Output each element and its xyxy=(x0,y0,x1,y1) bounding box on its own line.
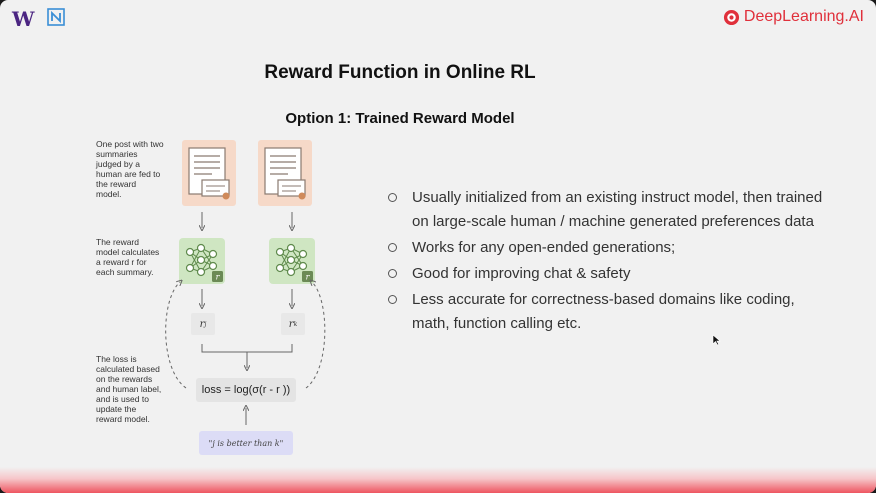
neural-network-icon: r xyxy=(185,243,223,282)
summary-card-k xyxy=(258,140,312,206)
reward-symbol: r xyxy=(199,318,205,330)
w-logo: W xyxy=(12,7,34,31)
reward-subscript: k xyxy=(293,320,298,328)
note-reward: The reward model calculates a reward r f… xyxy=(96,237,160,277)
note-loss: The loss is calculated based on the rewa… xyxy=(96,354,162,424)
mouse-cursor-icon xyxy=(712,334,721,346)
loss-formula: loss = log(σ(r - r )) xyxy=(196,378,296,402)
deeplearning-icon xyxy=(723,9,739,25)
bullet-text: Less accurate for correctness-based doma… xyxy=(412,291,795,332)
summary-card-j xyxy=(182,140,236,206)
brand-name: DeepLearning.AI xyxy=(743,8,864,25)
slide-subtitle: Option 1: Trained Reward Model xyxy=(285,110,515,127)
bottom-gradient-bar xyxy=(0,467,876,493)
bullet-circle-icon xyxy=(388,193,397,202)
bullet-item: Less accurate for correctness-based doma… xyxy=(388,288,828,336)
bullet-text: Works for any open-ended generations; xyxy=(412,239,676,256)
bullet-item: Good for improving chat & safety xyxy=(388,262,828,286)
bullet-item: Works for any open-ended generations; xyxy=(388,236,828,260)
document-icon xyxy=(188,147,230,200)
reward-symbol: r xyxy=(288,318,294,330)
bullet-text: Good for improving chat & safety xyxy=(412,265,631,282)
note-input: One post with two summaries judged by a … xyxy=(96,139,164,199)
reward-model-k: r xyxy=(269,238,315,284)
neural-network-icon: r xyxy=(275,243,313,282)
top-bar: W DeepLearning.AI xyxy=(0,0,876,34)
document-icon xyxy=(264,147,306,200)
bullet-item: Usually initialized from an existing ins… xyxy=(388,186,828,234)
reward-subscript: j xyxy=(204,320,207,328)
bullet-circle-icon xyxy=(388,295,397,304)
deeplearning-ai-logo: DeepLearning.AI xyxy=(723,8,864,26)
bullet-text: Usually initialized from an existing ins… xyxy=(412,189,823,230)
reward-model-j: r xyxy=(179,238,225,284)
human-label: "j is better than k" xyxy=(199,431,293,455)
bullet-circle-icon xyxy=(388,243,397,252)
svg-text:r: r xyxy=(306,273,311,282)
n-logo-icon xyxy=(47,8,65,26)
bullet-list: Usually initialized from an existing ins… xyxy=(388,186,828,338)
slide-title: Reward Function in Online RL xyxy=(264,62,536,83)
bullet-circle-icon xyxy=(388,269,397,278)
svg-text:r: r xyxy=(216,273,221,282)
